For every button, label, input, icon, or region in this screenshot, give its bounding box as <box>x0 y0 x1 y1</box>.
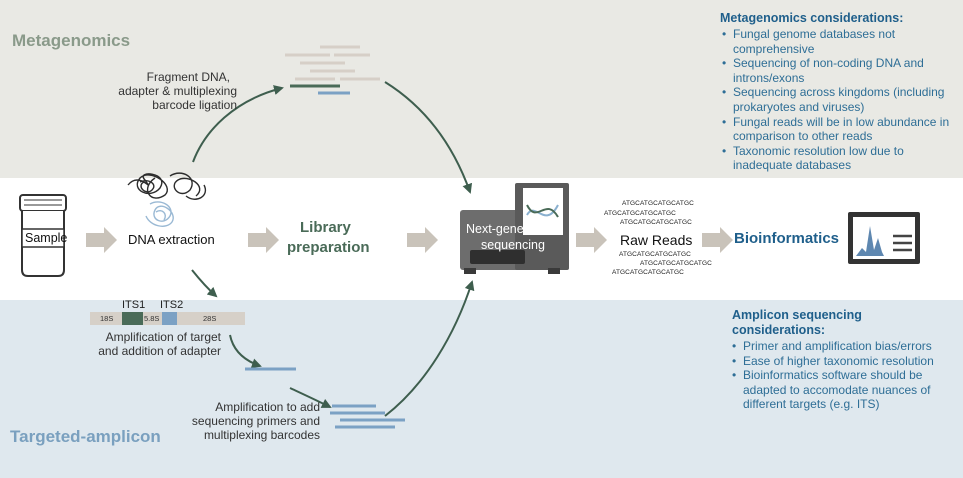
amplification-step-line: and addition of adapter <box>98 344 221 358</box>
arrow-primers-to-sequencing <box>384 280 475 417</box>
pipeline-arrow-3 <box>407 227 438 253</box>
read-sequence: ATGCATGCATGCATGC <box>604 210 676 217</box>
consideration-item: Sequencing across kingdoms (including pr… <box>722 85 957 114</box>
next-generation-label: Next-generation <box>466 222 555 236</box>
bioinformatics-label: Bioinformatics <box>734 230 840 247</box>
amplicon-fragments <box>245 367 405 429</box>
pipeline-arrow-5 <box>702 227 733 253</box>
primers-step-line: sequencing primers and <box>191 414 320 428</box>
sample-label: Sample <box>25 231 68 245</box>
bioinformatics-monitor-icon <box>848 212 920 264</box>
consideration-item: Taxonomic resolution low due to inadequa… <box>722 144 957 173</box>
28s-label: 28S <box>203 314 217 323</box>
pipeline-arrow-4 <box>576 227 607 253</box>
metagenomics-considerations-title: Metagenomics considerations: <box>720 11 904 25</box>
arrow-amplification-to-primers <box>289 387 332 408</box>
metagenomics-fragments <box>285 45 380 95</box>
raw-reads-label: Raw Reads <box>620 232 693 248</box>
read-sequence: ATGCATGCATGCATGC <box>612 269 684 276</box>
read-sequence: ATGCATGCATGCATGC <box>619 251 691 258</box>
arrow-extraction-to-fragment <box>192 85 284 163</box>
fragment-step-line: Fragment DNA, <box>146 70 230 84</box>
its-gene-bar <box>90 312 245 325</box>
read-sequence: ATGCATGCATGCATGC <box>622 200 694 207</box>
amplicon-considerations-title: Amplicon sequencing <box>732 308 862 322</box>
amplicon-considerations-title: considerations: <box>732 323 826 337</box>
consideration-item: Sequencing of non-coding DNA and introns… <box>722 56 957 85</box>
amplicon-considerations-list: Primer and amplification bias/errors Eas… <box>732 339 957 412</box>
5-8s-label: 5.8S <box>144 314 160 323</box>
its1-label: ITS1 <box>122 299 146 311</box>
primers-step-line: Amplification to add <box>215 400 320 414</box>
fragment-step-line: barcode ligation <box>152 98 237 112</box>
sequencing-label: sequencing <box>481 238 545 252</box>
targeted-amplicon-section-title: Targeted-amplicon <box>10 427 161 446</box>
consideration-item: Ease of higher taxonomic resolution <box>732 354 957 369</box>
dna-tangle-icon <box>127 172 207 227</box>
read-sequence: ATGCATGCATGCATGC <box>620 219 692 226</box>
dna-extraction-label: DNA extraction <box>128 232 215 247</box>
18s-label: 18S <box>100 314 114 323</box>
library-label: Library <box>300 219 351 236</box>
its2-label: ITS2 <box>160 299 184 311</box>
sample-jar-icon <box>19 194 67 277</box>
metagenomics-considerations-list: Fungal genome databases not comprehensiv… <box>722 27 957 173</box>
consideration-item: Primer and amplification bias/errors <box>732 339 957 354</box>
consideration-item: Bioinformatics software should be adapte… <box>732 368 957 412</box>
arrow-extraction-to-its <box>191 269 218 298</box>
consideration-item: Fungal reads will be in low abundance in… <box>722 115 957 144</box>
sequencer-machine-icon <box>460 183 569 274</box>
amplification-step-line: Amplification of target <box>105 330 221 344</box>
arrow-fragment-to-sequencing <box>384 81 473 194</box>
pipeline-arrow-2 <box>248 227 279 253</box>
pipeline-arrow-1 <box>86 227 117 253</box>
preparation-label: preparation <box>287 239 370 256</box>
read-sequence: ATGCATGCATGCATGC <box>640 260 712 267</box>
primers-step-line: multiplexing barcodes <box>203 428 320 442</box>
fragment-step-line: adapter & multiplexing <box>118 84 237 98</box>
metagenomics-section-title: Metagenomics <box>12 31 131 50</box>
arrow-its-to-amplification <box>229 334 262 369</box>
consideration-item: Fungal genome databases not comprehensiv… <box>722 27 957 56</box>
